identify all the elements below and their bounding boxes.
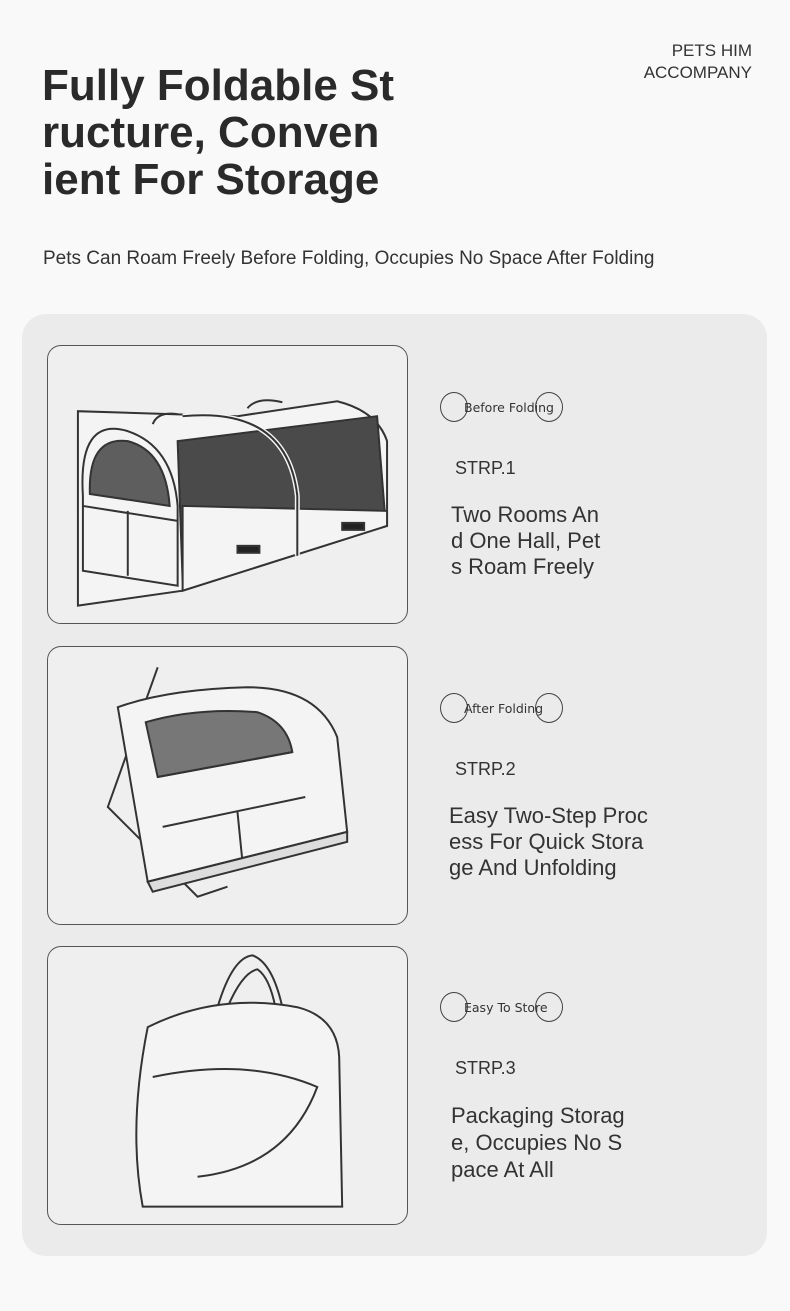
step-1: Before Folding STRP.1 Two Rooms An d One… [437, 392, 757, 592]
description-line: e, Occupies No S [451, 1130, 623, 1155]
unfolded-tent-image [47, 345, 408, 624]
badge-circle-icon [440, 392, 468, 422]
badge-label: Easy To Store [464, 999, 548, 1015]
badge-label: Before Folding [464, 399, 554, 415]
page-title: Fully Foldable St ructure, Conven ient F… [42, 62, 394, 203]
description-line: Packaging Storag [451, 1103, 625, 1128]
description-line: Two Rooms An [451, 502, 599, 527]
title-line: ructure, Conven [42, 108, 380, 157]
step-badge: Easy To Store [440, 992, 563, 1022]
title-line: Fully Foldable St [42, 61, 395, 110]
brand-tagline: PETS HIM ACCOMPANY [644, 40, 752, 84]
title-line: ient For Storage [42, 155, 380, 204]
step-description: Packaging Storag e, Occupies No S pace A… [451, 1102, 625, 1183]
step-number: STRP.1 [455, 458, 516, 478]
badge-circle-icon [440, 693, 468, 723]
badge-circle-icon [535, 392, 563, 422]
folded-tent-image [47, 646, 408, 925]
description-line: d One Hall, Pet [451, 528, 601, 553]
step-description: Easy Two-Step Proc ess For Quick Stora g… [449, 803, 648, 881]
description-line: ge And Unfolding [449, 855, 617, 880]
badge-label: After Folding [464, 700, 544, 716]
description-line: s Roam Freely [451, 554, 595, 579]
storage-bag-image [47, 946, 408, 1225]
subtitle: Pets Can Roam Freely Before Folding, Occ… [43, 248, 655, 269]
step-2: After Folding STRP.2 Easy Two-Step Proc … [437, 693, 757, 893]
step-3: Easy To Store STRP.3 Packaging Storag e,… [437, 992, 757, 1192]
step-badge: Before Folding [440, 392, 563, 422]
step-number: STRP.3 [455, 1058, 516, 1078]
steps-panel: Before Folding STRP.1 Two Rooms An d One… [22, 314, 767, 1256]
description-line: ess For Quick Stora [449, 829, 644, 854]
badge-circle-icon [440, 992, 468, 1022]
brand-line-2: ACCOMPANY [643, 63, 752, 82]
brand-line-1: PETS HIM [671, 41, 752, 60]
badge-circle-icon [535, 693, 563, 723]
step-number: STRP.2 [455, 759, 516, 779]
step-description: Two Rooms An d One Hall, Pet s Roam Free… [451, 502, 600, 580]
badge-circle-icon [535, 992, 563, 1022]
step-badge: After Folding [440, 693, 563, 723]
description-line: pace At All [451, 1157, 554, 1182]
description-line: Easy Two-Step Proc [449, 803, 648, 828]
